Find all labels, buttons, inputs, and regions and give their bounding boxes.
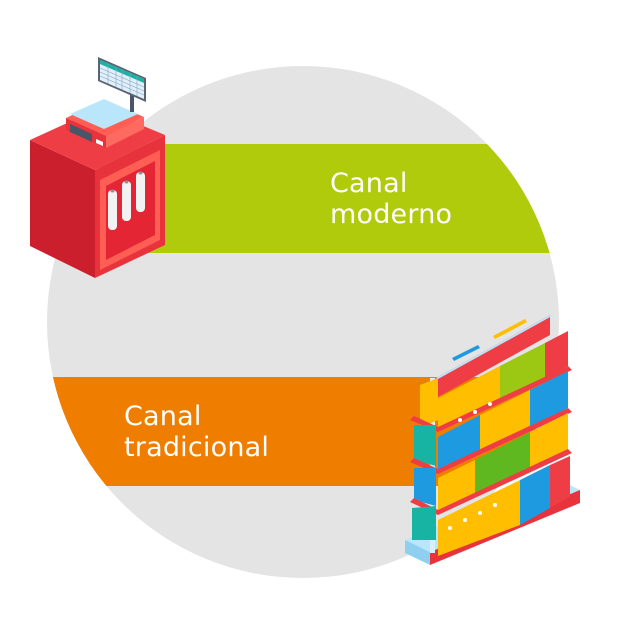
- moderno-label-line-1: Canal: [330, 168, 408, 199]
- tradicional-label-line-1: Canal: [124, 401, 202, 432]
- cash-register-icon: [30, 57, 165, 278]
- tradicional-label-line-2: tradicional: [124, 432, 270, 463]
- store-shelf-icon: [405, 315, 580, 565]
- moderno-channel-label: Canal moderno: [330, 168, 452, 230]
- moderno-label-line-2: moderno: [330, 199, 453, 230]
- tradicional-channel-label: Canal tradicional: [124, 401, 269, 463]
